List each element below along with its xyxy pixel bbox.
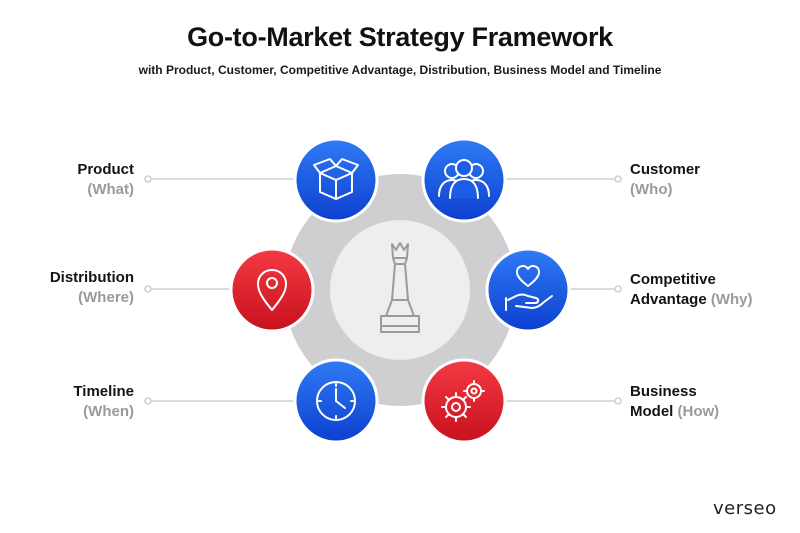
heart-hand-icon — [505, 265, 553, 311]
chess-queen-icon — [380, 242, 420, 333]
brand-logo: verseo — [713, 498, 777, 519]
people-icon — [438, 159, 490, 199]
label-distribution: Distribution (Where) — [0, 268, 134, 308]
node-distribution — [229, 247, 315, 333]
label-product-title: Product — [77, 161, 134, 178]
label-customer-title: Customer — [630, 161, 701, 178]
box-icon — [313, 158, 359, 200]
location-pin-icon — [257, 269, 287, 311]
label-business-sub: (How) — [677, 403, 720, 420]
label-distribution-title: Distribution — [49, 269, 134, 286]
label-timeline-sub: (When) — [83, 403, 134, 420]
label-competitive-title-2: Advantage — [630, 291, 707, 308]
label-business: Business Model (How) — [630, 382, 800, 422]
label-customer: Customer (Who) — [630, 160, 800, 200]
label-timeline: Timeline (When) — [0, 382, 134, 422]
label-competitive: Competitive Advantage (Why) — [630, 270, 800, 310]
label-competitive-title: Competitive — [630, 271, 716, 288]
center-circle — [330, 220, 470, 360]
connector-dot-timeline — [144, 397, 152, 405]
label-business-title: Business — [630, 383, 697, 400]
connector-dot-distribution — [144, 285, 152, 293]
clock-icon — [316, 381, 356, 421]
label-product-sub: (What) — [87, 181, 134, 198]
label-product: Product (What) — [0, 160, 134, 200]
connector-dot-product — [144, 175, 152, 183]
label-customer-sub: (Who) — [630, 181, 673, 198]
label-timeline-title: Timeline — [73, 383, 134, 400]
label-business-title-2: Model — [630, 403, 674, 420]
connector-dot-business — [614, 397, 622, 405]
label-distribution-sub: (Where) — [78, 289, 134, 306]
connector-dot-competitive — [614, 285, 622, 293]
diagram-title: Go-to-Market Strategy Framework — [187, 22, 613, 52]
connector-dot-customer — [614, 175, 622, 183]
diagram-subtitle: with Product, Customer, Competitive Adva… — [138, 63, 662, 77]
node-competitive — [485, 247, 571, 333]
label-competitive-sub: (Why) — [710, 291, 753, 308]
gears-icon — [441, 380, 485, 422]
